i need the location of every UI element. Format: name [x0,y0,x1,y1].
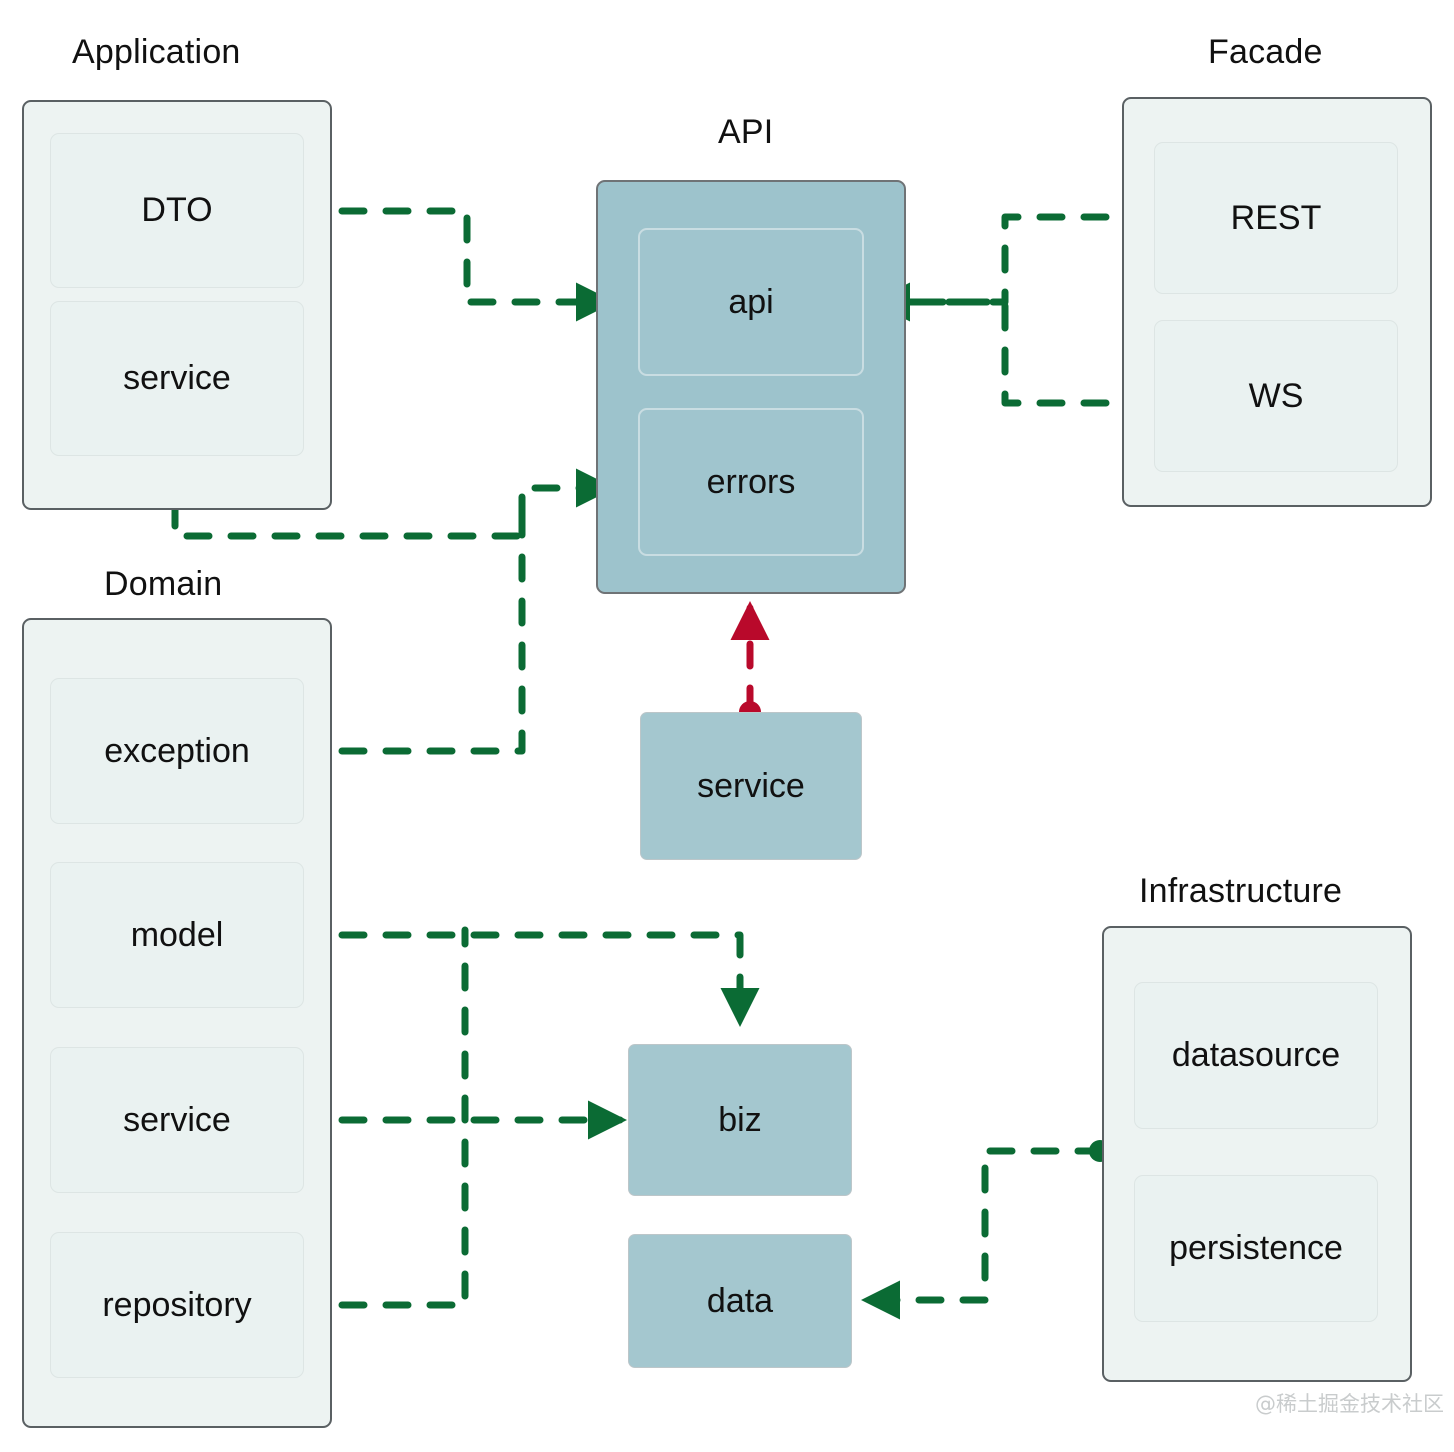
sub-box-label: exception [104,731,250,770]
sub-box-inf-persistence[interactable]: persistence [1134,1175,1378,1322]
group-title-domain: Domain [104,565,223,603]
group-title-infrastructure: Infrastructure [1139,872,1343,910]
node-service[interactable]: service [640,712,862,860]
sub-box-label: DTO [141,191,213,229]
sub-box-label: persistence [1169,1229,1343,1267]
sub-box-label: errors [706,462,796,501]
edge-dto-to-api [294,207,616,322]
sub-box-label: service [123,1100,231,1139]
sub-box-label: datasource [1171,1036,1341,1074]
node-data[interactable]: data [628,1234,852,1368]
sub-box-dom-repository[interactable]: repository [50,1232,304,1378]
node-label: biz [718,1100,762,1139]
sub-box-label: service [123,359,231,397]
sub-box-fac-rest[interactable]: REST [1154,142,1398,294]
edge-ws-to-api [870,282,1154,407]
sub-box-fac-ws[interactable]: WS [1154,320,1398,472]
watermark: @稀土掘金技术社区 [1255,1392,1444,1416]
sub-box-label: repository [102,1285,252,1324]
node-label: service [697,766,805,805]
sub-box-app-service[interactable]: service [50,301,304,456]
sub-box-api-errors[interactable]: errors [638,408,864,556]
sub-box-dom-service[interactable]: service [50,1047,304,1193]
sub-box-inf-datasource[interactable]: datasource [1134,982,1378,1129]
sub-box-api-api[interactable]: api [638,228,864,376]
group-title-application: Application [72,33,241,71]
edge-rest-to-api [869,213,1154,306]
sub-box-label: api [728,282,774,321]
sub-box-label: REST [1230,198,1322,237]
sub-box-app-dto[interactable]: DTO [50,133,304,288]
sub-box-label: model [130,915,224,954]
edge-model-to-biz [294,931,760,1028]
group-title-facade: Facade [1208,33,1323,71]
edge-infra-to-data [860,1147,1104,1320]
node-label: data [706,1281,774,1320]
sub-box-dom-exception[interactable]: exception [50,678,304,824]
node-biz[interactable]: biz [628,1044,852,1196]
group-title-api: API [718,113,774,151]
sub-box-label: WS [1248,376,1304,415]
sub-box-dom-model[interactable]: model [50,862,304,1008]
